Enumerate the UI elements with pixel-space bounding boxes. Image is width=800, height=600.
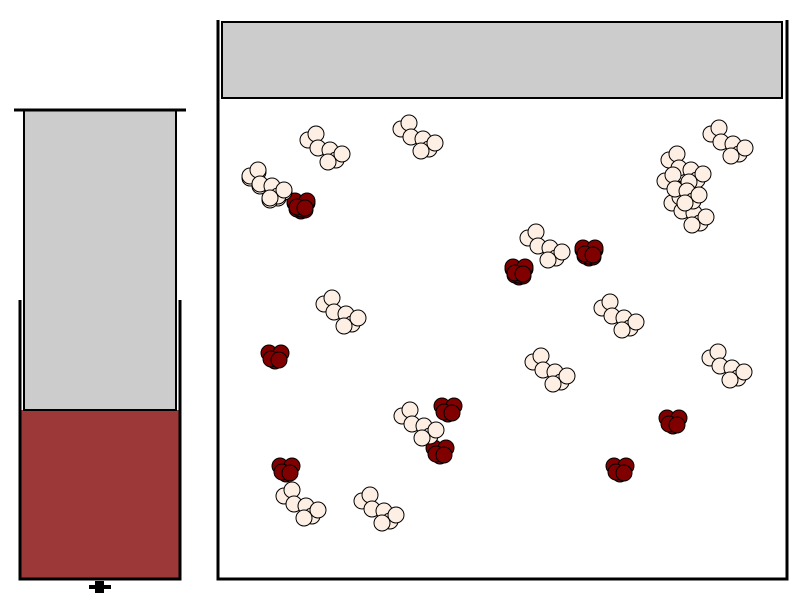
dark-molecule [260, 344, 290, 370]
reservoir-cylinder [14, 108, 186, 593]
light-molecule [701, 343, 753, 389]
dark-molecule [574, 239, 604, 265]
light-molecule [393, 401, 445, 447]
light-molecule [241, 161, 293, 207]
light-molecule [519, 223, 571, 269]
dark-molecule [433, 397, 463, 423]
light-molecule [656, 166, 708, 212]
dark-molecule [605, 457, 635, 483]
light-molecule [353, 486, 405, 532]
light-molecule [275, 481, 327, 527]
dark-molecule [271, 457, 301, 483]
reservoir-liquid [21, 410, 179, 578]
dark-molecule [504, 258, 534, 284]
dark-molecule [658, 409, 688, 435]
molecules-layer [241, 114, 754, 532]
light-molecule [593, 293, 645, 339]
dark-molecule [286, 192, 316, 218]
drain-valve[interactable] [89, 581, 111, 593]
chamber-wall [216, 20, 789, 581]
light-molecule [660, 145, 712, 191]
light-molecule [299, 125, 351, 171]
chamber-lid[interactable] [221, 21, 783, 99]
dark-molecule [425, 439, 455, 465]
reservoir-piston[interactable] [23, 109, 177, 411]
light-molecule [392, 114, 444, 160]
reservoir-wall [18, 300, 182, 581]
light-molecule [702, 119, 754, 165]
main-chamber [216, 20, 789, 581]
light-molecule [315, 289, 367, 335]
light-molecule [524, 347, 576, 393]
